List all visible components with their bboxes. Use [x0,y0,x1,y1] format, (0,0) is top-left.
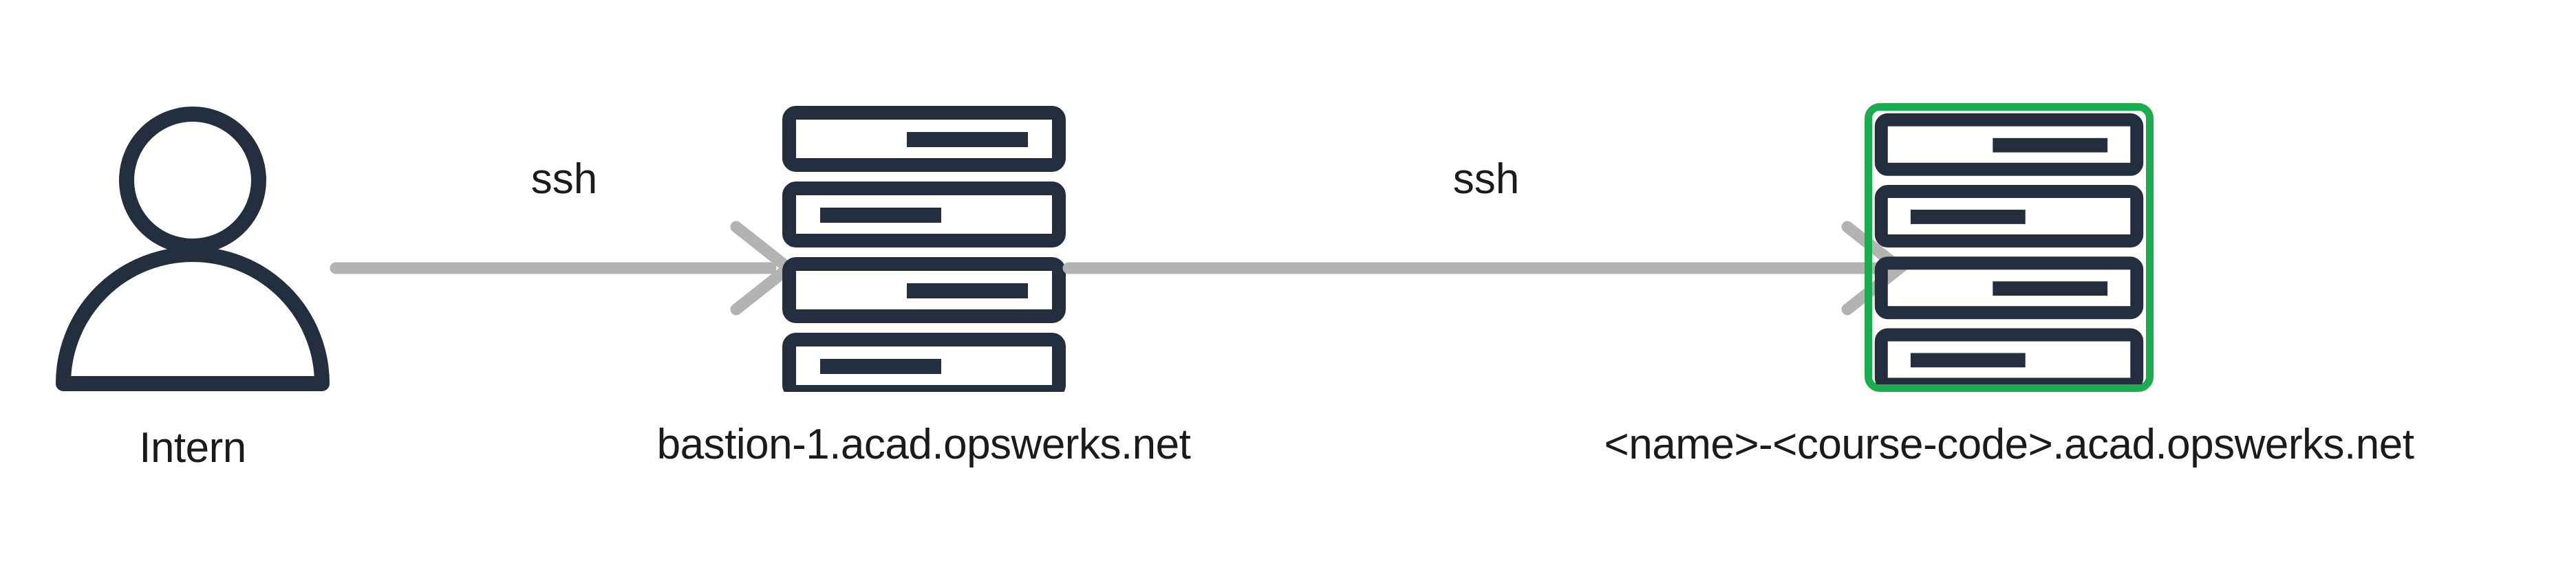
server-rack-icon-svg [1874,113,2144,391]
person-icon [48,103,337,395]
node-label-target-host: <name>-<course-code>.acad.opswerks.net [1604,421,2414,468]
server-frame-bastion [780,103,1069,399]
highlight-border-target-host [1865,103,2154,392]
diagram-node-target-host[interactable]: <name>-<course-code>.acad.opswerks.net [1445,103,2573,466]
connector-label-ssh-2: ssh [1452,155,1520,203]
node-label-bastion: bastion-1.acad.opswerks.net [656,421,1191,468]
diagram-node-bastion[interactable]: bastion-1.acad.opswerks.net [657,103,1191,466]
node-label-intern: Intern [139,424,246,472]
server-rack-icon-svg [782,106,1066,399]
diagram-node-intern[interactable]: Intern [0,103,385,470]
server-rack-icon [780,103,1069,399]
server-rack-icon [1872,111,2146,391]
person-icon-svg [56,107,330,391]
connector-label-ssh-1: ssh [530,155,598,203]
